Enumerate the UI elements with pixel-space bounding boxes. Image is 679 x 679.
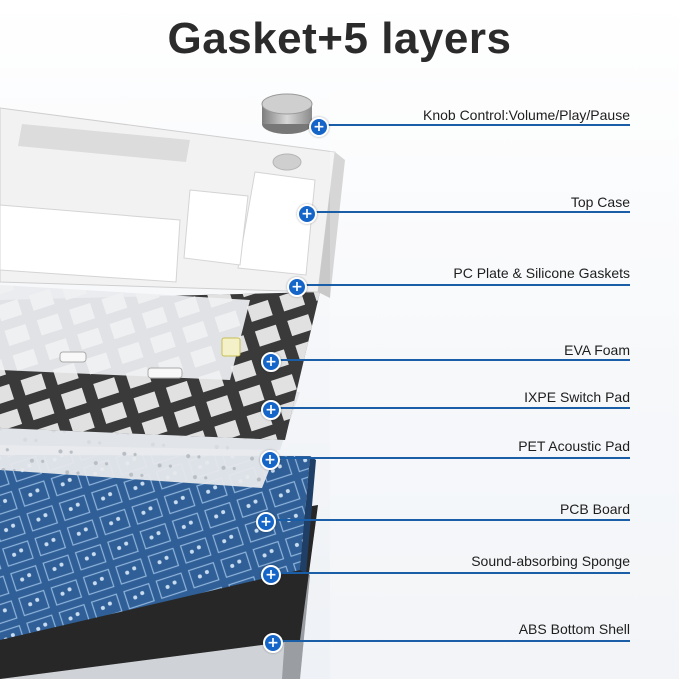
label-abs-bottom-shell: ABS Bottom Shell	[518, 621, 630, 637]
plus-icon[interactable]: +	[297, 204, 317, 224]
leader-line-abs-shell	[280, 640, 630, 642]
label-ixpe-switch-pad: IXPE Switch Pad	[524, 389, 630, 405]
leader-line-pc-plate	[304, 284, 630, 286]
plus-icon[interactable]: +	[261, 400, 281, 420]
plus-icon[interactable]: +	[260, 450, 280, 470]
plus-icon[interactable]: +	[309, 117, 329, 137]
leader-line-pcb	[273, 519, 630, 521]
page-title: Gasket+5 layers	[167, 14, 512, 63]
label-pcb-board: PCB Board	[559, 501, 630, 517]
knob	[261, 93, 313, 134]
pcb-layer	[0, 455, 316, 640]
label-top-case: Top Case	[570, 194, 630, 210]
pc-plate-layer	[0, 271, 293, 380]
plus-icon[interactable]: +	[261, 565, 281, 585]
plus-icon[interactable]: +	[263, 633, 283, 653]
label-sound-absorbing-sponge: Sound-absorbing Sponge	[471, 553, 630, 569]
leader-line-pet	[277, 457, 630, 459]
leader-line-sponge	[278, 572, 630, 574]
label-pc-plate-gaskets: PC Plate & Silicone Gaskets	[453, 265, 630, 281]
leader-line-knob	[326, 124, 630, 126]
label-knob-control: Knob Control:Volume/Play/Pause	[422, 107, 630, 123]
leader-line-eva-foam	[278, 359, 630, 361]
label-pet-acoustic-pad: PET Acoustic Pad	[518, 438, 630, 454]
label-eva-foam: EVA Foam	[564, 342, 630, 358]
top-case-layer	[0, 107, 345, 298]
plus-icon[interactable]: +	[261, 352, 281, 372]
leader-line-ixpe	[278, 407, 630, 409]
plus-icon[interactable]: +	[287, 277, 307, 297]
leader-line-top-case	[314, 211, 630, 213]
plus-icon[interactable]: +	[256, 512, 276, 532]
